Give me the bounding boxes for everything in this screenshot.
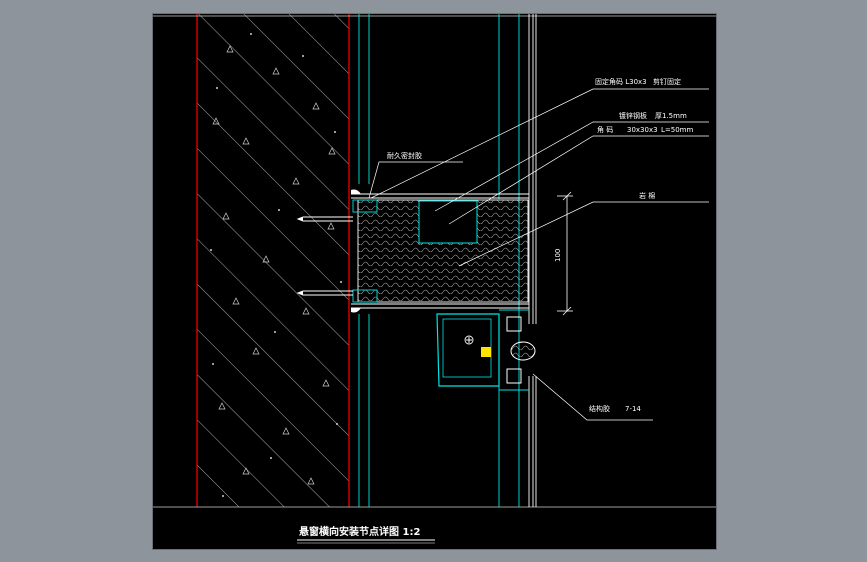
detail-drawing: 100 固定角码 L30x3 剪钉固定 镀锌钢板 厚1.5mm 角 码 30x3… xyxy=(153,14,716,544)
mullion-lines xyxy=(358,14,500,507)
label-sealant: 耐久密封胶 xyxy=(387,151,422,160)
label-angle-size: 30x30x3 xyxy=(627,126,658,134)
firestop-assembly xyxy=(351,189,529,313)
label-rivet-fix: 剪钉固定 xyxy=(653,77,681,86)
drawing-title: 悬窗横向安装节点详图 1:2 xyxy=(298,525,420,538)
dimension-100 xyxy=(557,191,573,316)
transom-profile xyxy=(436,309,536,391)
label-sheet-thickness: 厚1.5mm xyxy=(655,112,687,120)
label-angle-length: L=50mm xyxy=(661,126,693,134)
dimension-label: 100 xyxy=(554,249,562,262)
label-galvanized-sheet: 镀锌钢板 xyxy=(619,111,647,120)
anchor-bolts xyxy=(296,216,353,296)
concrete-wall xyxy=(196,14,350,507)
label-fixing-angle: 固定角码 L30x3 xyxy=(595,77,647,86)
leader-lines xyxy=(368,88,709,421)
cad-viewport[interactable]: 100 固定角码 L30x3 剪钉固定 镀锌钢板 厚1.5mm 角 码 30x3… xyxy=(152,13,717,550)
label-rock-wool: 岩 棉 xyxy=(639,191,655,200)
label-structural-sealant: 结构胶 xyxy=(589,404,610,413)
label-sealant-size: 7-14 xyxy=(625,405,641,413)
label-angle: 角 码 xyxy=(597,125,613,134)
